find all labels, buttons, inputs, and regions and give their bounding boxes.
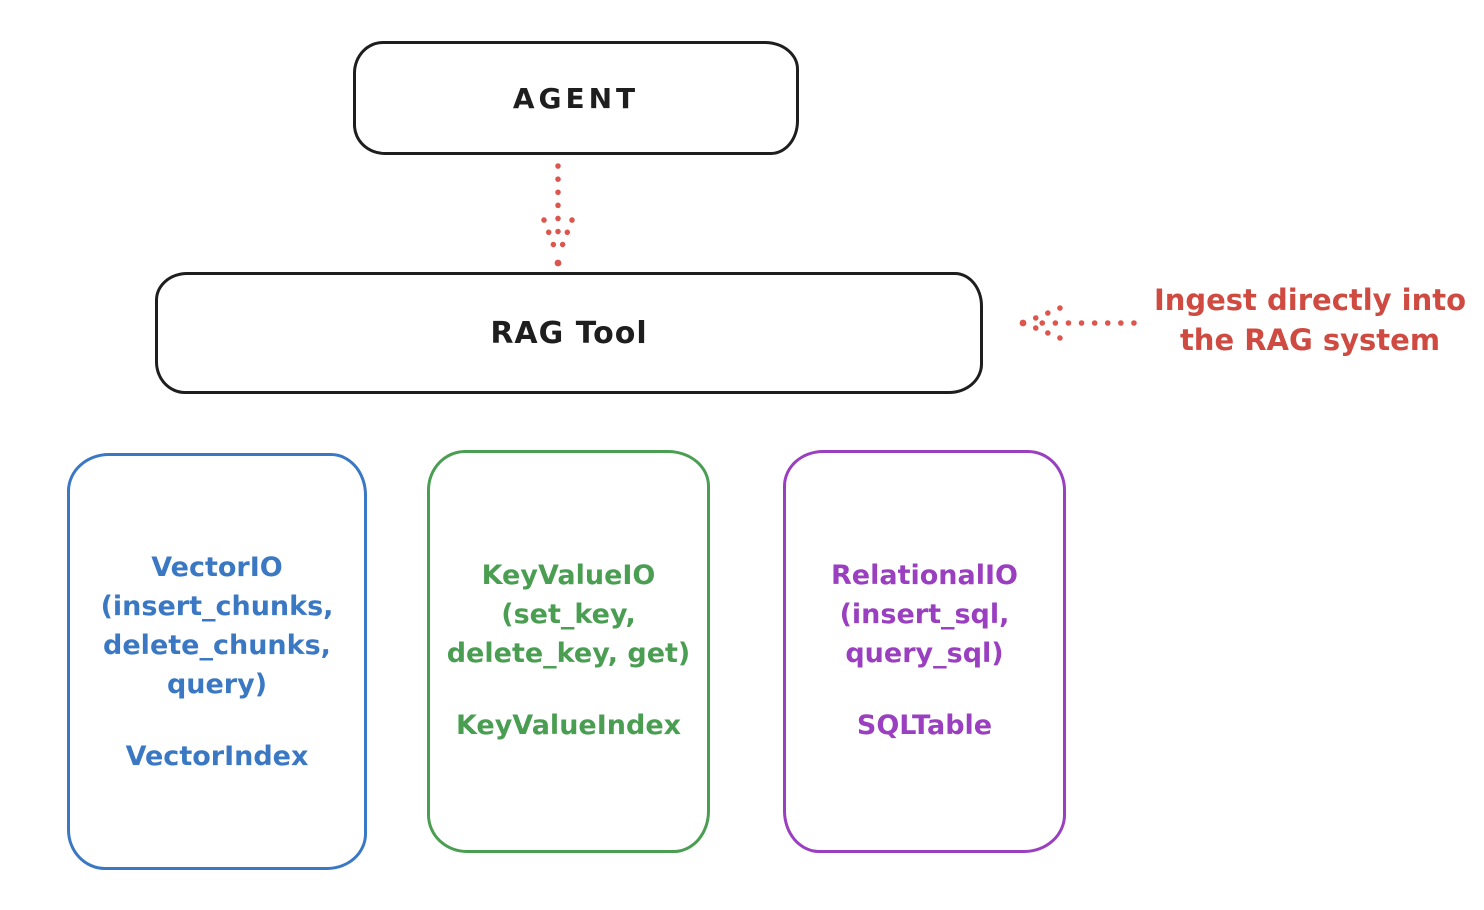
relationalio-line: (insert_sql, [839,599,1010,630]
ingest-annotation-line1: Ingest directly into [1153,283,1467,317]
vectorio-line: (insert_chunks, [100,591,334,622]
vectorindex-label: VectorIndex [125,741,309,772]
agent-box-label: AGENT [512,81,640,115]
sqltable-label: SQLTable [856,710,993,741]
keyvalueio-box-text: KeyValueIO (set_key, delete_key, get) [447,556,691,673]
vectorio-line: query) [166,669,268,700]
relationalio-line: RelationalIO [831,560,1018,591]
vectorio-box: VectorIO (insert_chunks, delete_chunks, … [67,453,367,870]
relationalio-line: query_sql) [845,638,1004,669]
ingest-annotation-line2: the RAG system [1179,323,1441,357]
vectorio-line: VectorIO [151,552,283,583]
down-dotted-arrow-icon [537,160,579,274]
vectorio-box-text: VectorIO (insert_chunks, delete_chunks, … [101,548,334,704]
keyvalueio-line: (set_key, [501,599,636,630]
vectorio-line: delete_chunks, [103,630,331,661]
relationalio-box-text: RelationalIO (insert_sql, query_sql) [831,556,1018,673]
rag-tool-box: RAG Tool [155,272,983,394]
relationalio-box: RelationalIO (insert_sql, query_sql) SQL… [783,450,1066,853]
ingest-annotation: Ingest directly into the RAG system [1140,280,1480,360]
keyvalueio-line: delete_key, get) [446,638,691,669]
keyvalueindex-label: KeyValueIndex [455,710,682,741]
left-dotted-arrow-icon [1018,300,1140,350]
agent-box: AGENT [353,41,799,155]
rag-tool-box-label: RAG Tool [490,315,648,351]
keyvalueio-box: KeyValueIO (set_key, delete_key, get) Ke… [427,450,710,853]
keyvalueio-line: KeyValueIO [481,560,656,591]
